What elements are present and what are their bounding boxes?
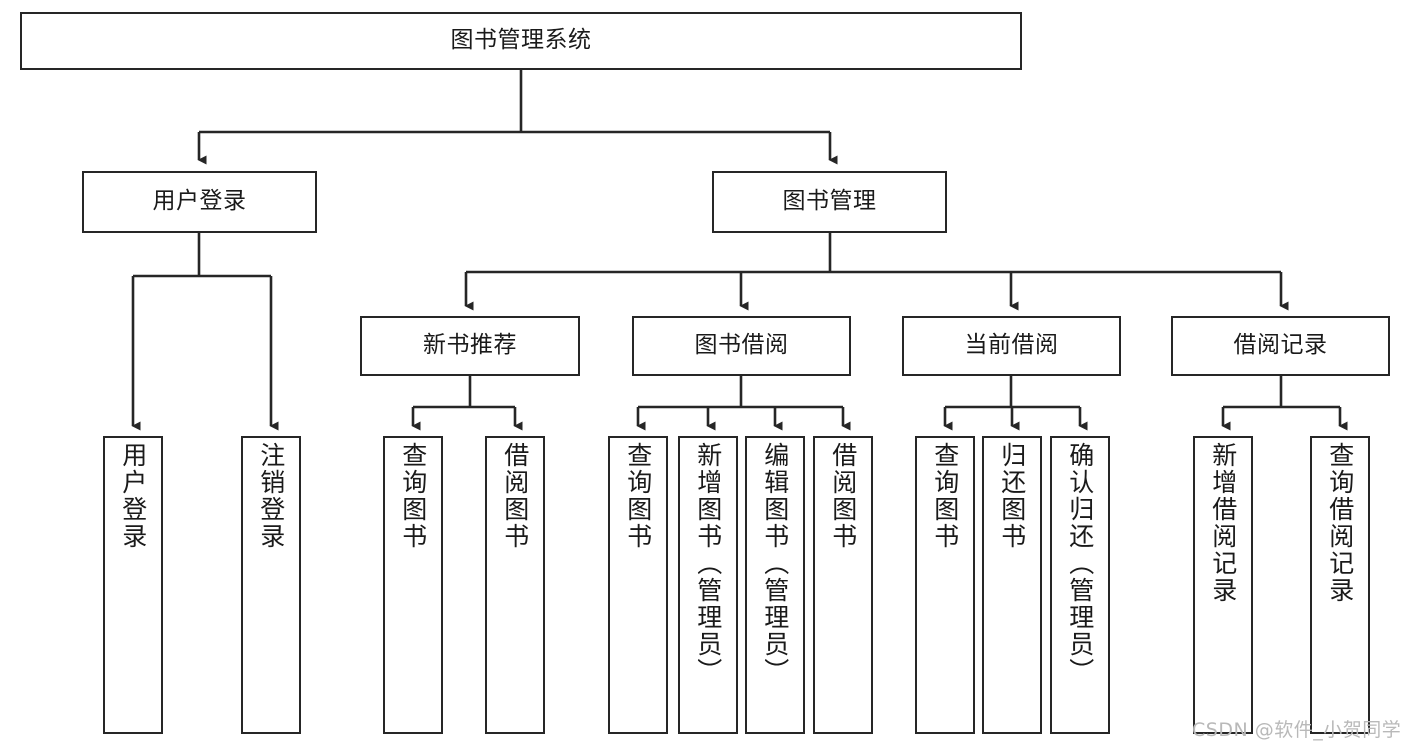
leaf-query-borrow-record[interactable]: 查询借阅记录	[1310, 436, 1370, 734]
node-label: 确认归还（管理员）	[1065, 442, 1095, 685]
node-label: 注销登录	[256, 442, 286, 550]
node-label: 新增图书（管理员）	[693, 442, 723, 685]
node-label: 用户登录	[152, 188, 247, 215]
node-label: 编辑图书（管理员）	[760, 442, 790, 685]
node-book-management[interactable]: 图书管理	[712, 171, 947, 233]
node-label: 查询图书	[623, 442, 653, 550]
csdn-watermark: CSDN @软件_小贺同学	[1192, 719, 1402, 741]
leaf-user-login[interactable]: 用户登录	[103, 436, 163, 734]
node-label: 当前借阅	[964, 332, 1059, 359]
node-label: 借阅图书	[828, 442, 858, 550]
leaf-query-book-borrow[interactable]: 查询图书	[608, 436, 668, 734]
node-label: 查询借阅记录	[1325, 442, 1355, 604]
leaf-query-book-current[interactable]: 查询图书	[915, 436, 975, 734]
node-label: 借阅图书	[500, 442, 530, 550]
leaf-add-book-admin[interactable]: 新增图书（管理员）	[678, 436, 738, 734]
node-label: 用户登录	[118, 442, 148, 550]
node-label: 图书借阅	[694, 332, 789, 359]
leaf-borrow-book[interactable]: 借阅图书	[813, 436, 873, 734]
leaf-query-book-recommend[interactable]: 查询图书	[383, 436, 443, 734]
node-label: 新书推荐	[423, 332, 517, 359]
node-label: 借阅记录	[1233, 332, 1328, 359]
node-label: 图书管理	[782, 188, 877, 215]
node-label: 查询图书	[930, 442, 960, 550]
leaf-logout[interactable]: 注销登录	[241, 436, 301, 734]
node-new-book-recommend[interactable]: 新书推荐	[360, 316, 580, 376]
node-current-borrow[interactable]: 当前借阅	[902, 316, 1121, 376]
node-user-login[interactable]: 用户登录	[82, 171, 317, 233]
node-book-borrow[interactable]: 图书借阅	[632, 316, 851, 376]
node-label: 图书管理系统	[450, 27, 592, 54]
node-borrow-record[interactable]: 借阅记录	[1171, 316, 1390, 376]
node-root-book-management-system[interactable]: 图书管理系统	[20, 12, 1022, 70]
leaf-add-borrow-record[interactable]: 新增借阅记录	[1193, 436, 1253, 734]
node-label: 新增借阅记录	[1208, 442, 1238, 604]
node-label: 查询图书	[398, 442, 428, 550]
leaf-borrow-book-recommend[interactable]: 借阅图书	[485, 436, 545, 734]
node-label: 归还图书	[997, 442, 1027, 550]
leaf-confirm-return-admin[interactable]: 确认归还（管理员）	[1050, 436, 1110, 734]
leaf-edit-book-admin[interactable]: 编辑图书（管理员）	[745, 436, 805, 734]
leaf-return-book[interactable]: 归还图书	[982, 436, 1042, 734]
